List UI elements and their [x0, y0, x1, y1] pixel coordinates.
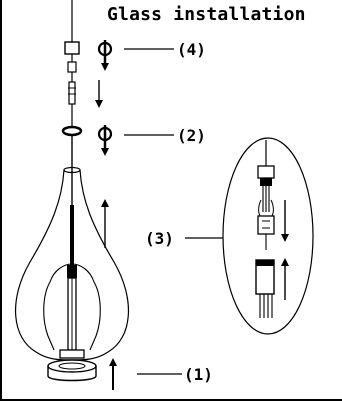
base-disc-part — [47, 349, 97, 382]
detail-callout-ellipse — [222, 137, 314, 335]
ceiling-cap-part — [64, 41, 80, 55]
callout-label-3: (3) — [145, 229, 174, 248]
wire-connector-detail — [255, 140, 275, 318]
screw-icon-2 — [97, 125, 113, 156]
lamp-socket-part — [67, 265, 77, 278]
callout-label-1: (1) — [184, 365, 213, 384]
screw-icon-4 — [97, 40, 113, 71]
diagram-title: Glass installation — [107, 4, 306, 25]
inner-cable-sleeve — [70, 205, 74, 265]
cable-sleeve-part — [68, 81, 76, 105]
glass-ring-part — [61, 125, 83, 137]
cable-connector-part — [67, 61, 77, 73]
callout-label-4: (4) — [177, 40, 206, 59]
callout-label-2: (2) — [177, 126, 206, 145]
